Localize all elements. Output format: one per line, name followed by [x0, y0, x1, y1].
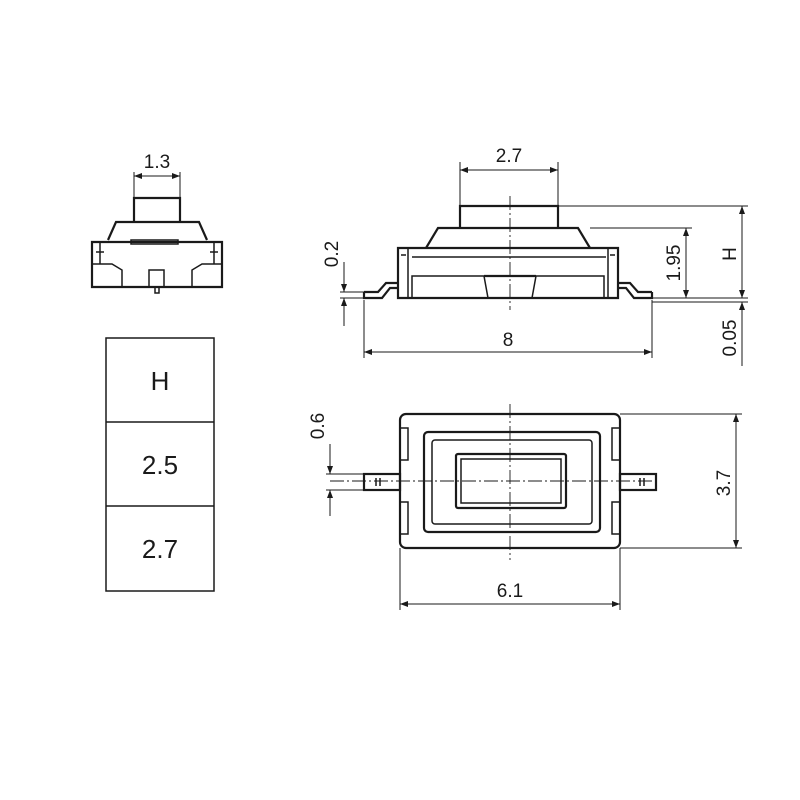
- dim-side-button-width: 1.3: [144, 152, 170, 173]
- dim-standoff: 0.05: [720, 320, 741, 357]
- dim-total-length: 8: [503, 330, 514, 351]
- table-header-h: H: [151, 366, 170, 396]
- dim-body-height: 1.95: [664, 245, 685, 282]
- table-cell-row-1: 2.5: [142, 450, 178, 480]
- dim-body-width: 3.7: [714, 470, 735, 496]
- dim-front-button-width: 2.7: [496, 146, 522, 167]
- dim-pin-offset: 0.2: [322, 241, 343, 267]
- dim-body-length: 6.1: [497, 581, 523, 602]
- dim-pin-width: 0.6: [308, 413, 329, 439]
- top-view: 0.6 3.7 6.1: [308, 404, 742, 610]
- dim-overall-height: H: [720, 247, 741, 261]
- table-cell-row-2: 2.7: [142, 534, 178, 564]
- height-table: H 2.5 2.7: [105, 337, 215, 592]
- side-view: 1.3: [90, 152, 224, 294]
- front-view: 2.7 8 0.2 1.95 H 0.05: [322, 146, 748, 366]
